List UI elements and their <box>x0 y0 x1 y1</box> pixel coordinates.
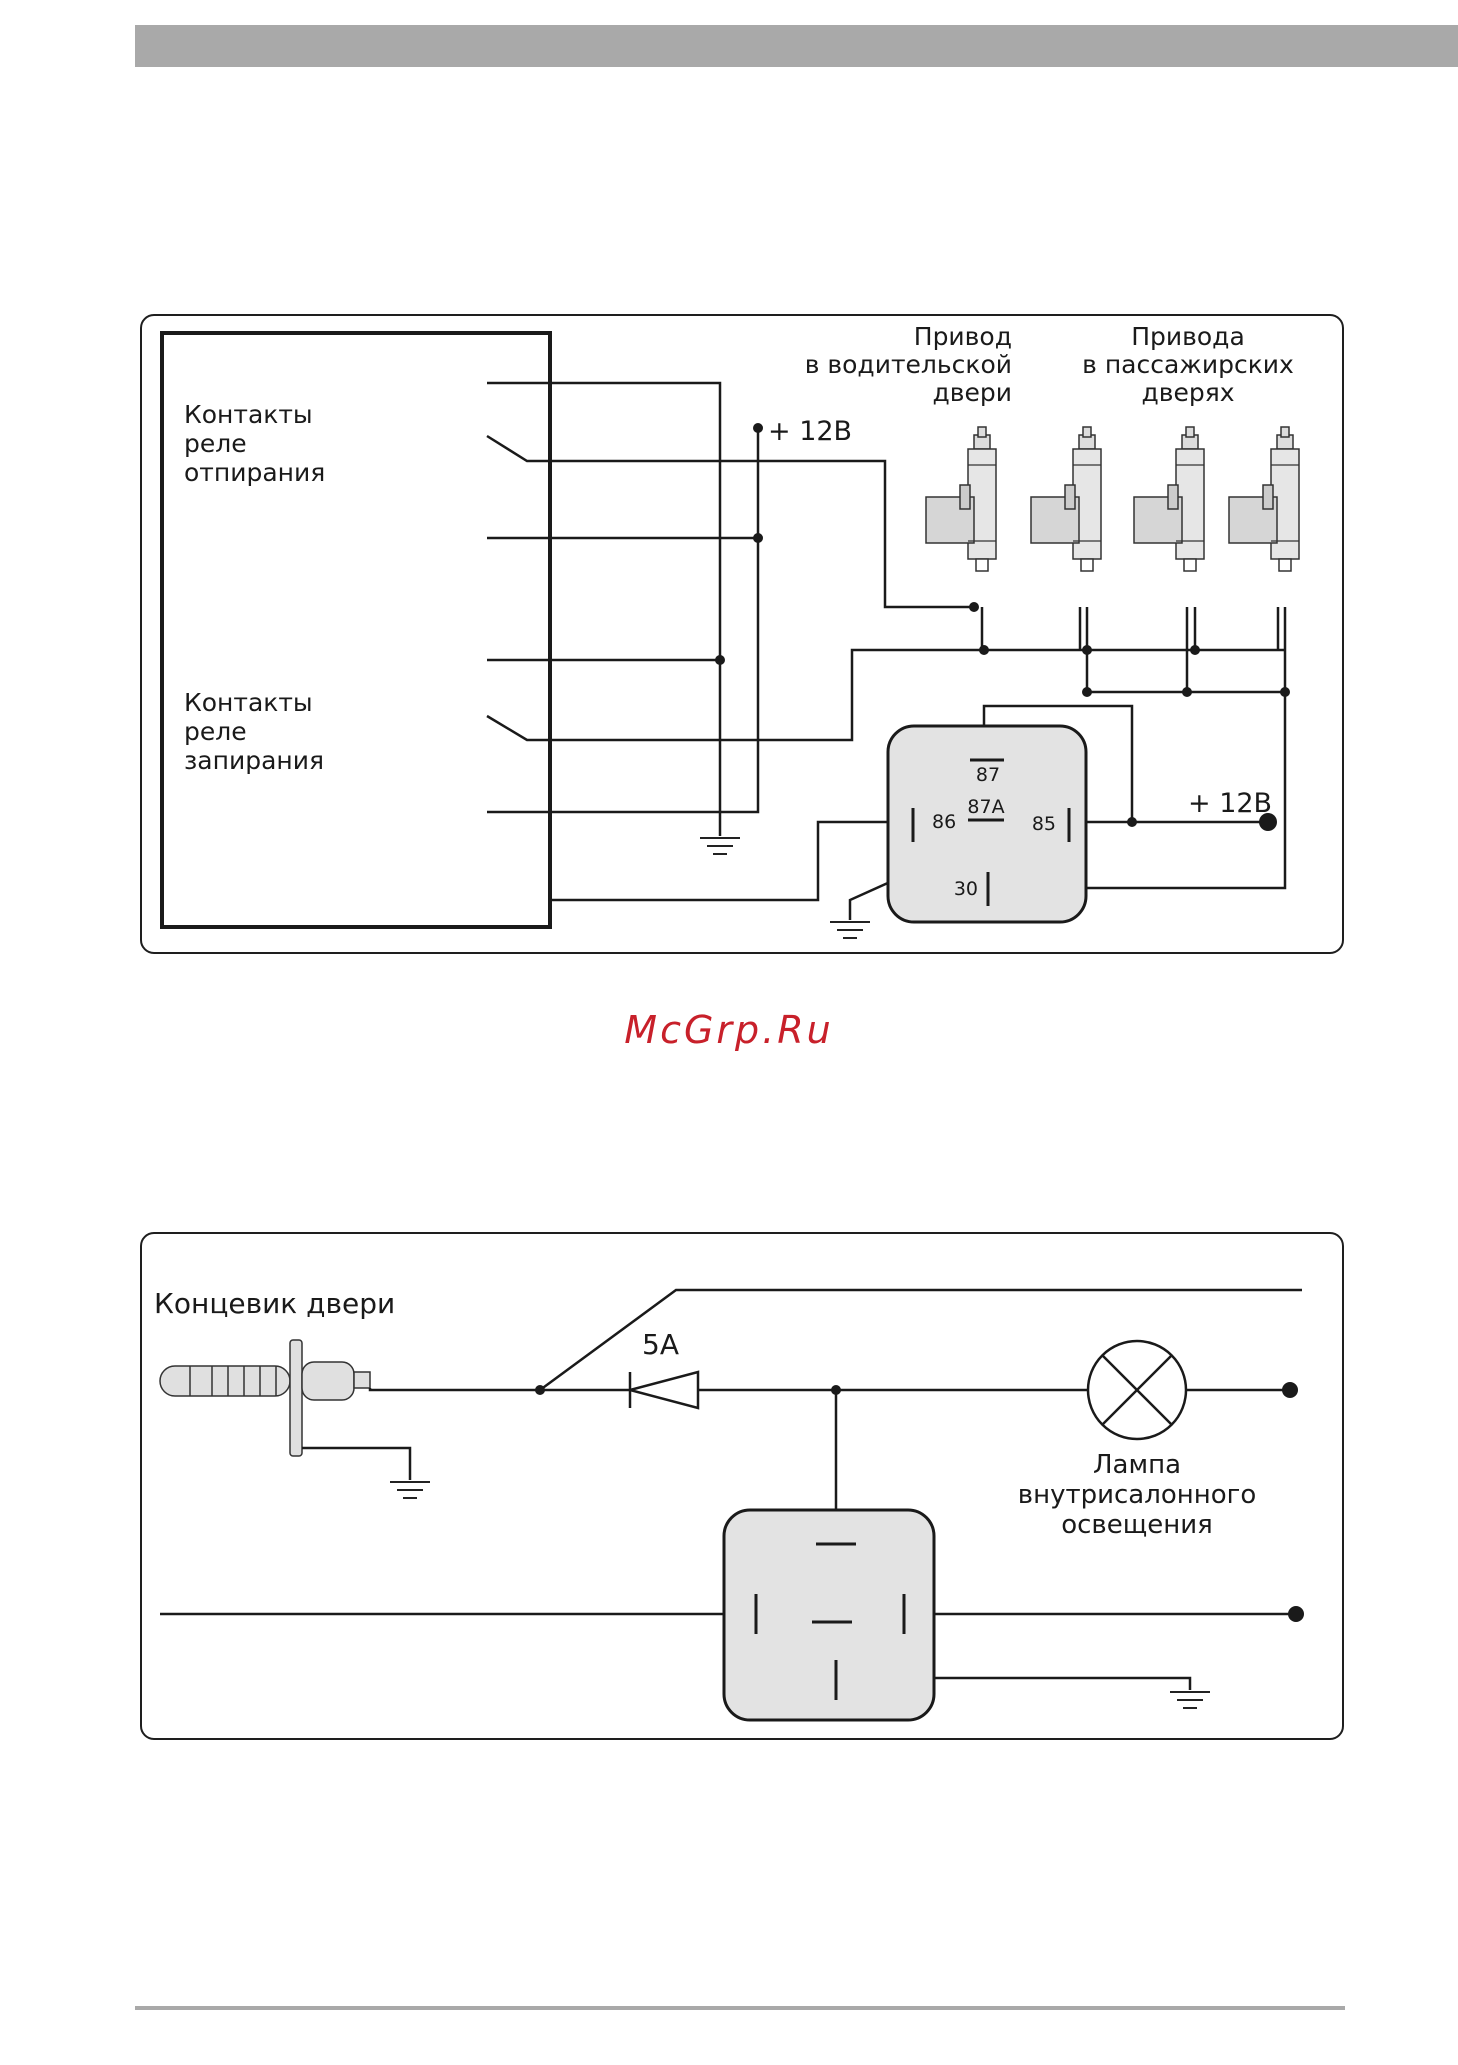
svg-text:реле: реле <box>184 717 247 746</box>
svg-text:освещения: освещения <box>1061 1510 1213 1540</box>
driver-door-actuator <box>926 427 996 571</box>
svg-text:Контакты: Контакты <box>184 400 313 429</box>
ground-symbol <box>1170 1692 1210 1708</box>
pin-87-label: 87 <box>976 764 1000 786</box>
pin-87a-label: 87A <box>967 796 1004 818</box>
door-switch-label: Концевик двери <box>154 1287 395 1320</box>
plus-12v-relay: + 12В <box>1188 788 1272 819</box>
pin-86-label: 86 <box>932 811 956 833</box>
lamp-label: Лампа внутрисалонного освещения <box>1018 1450 1256 1540</box>
passenger-door-actuator <box>1031 427 1101 571</box>
svg-text:внутрисалонного: внутрисалонного <box>1018 1480 1256 1510</box>
ground-symbol <box>700 838 740 854</box>
ground-symbol <box>390 1482 430 1498</box>
watermark: McGrp.Ru <box>0 1008 1458 1052</box>
pin-30-label: 30 <box>954 878 978 900</box>
svg-text:+ 12В: + 12В <box>1188 788 1272 819</box>
svg-text:Концевик двери: Концевик двери <box>154 1287 395 1320</box>
svg-text:5A: 5A <box>642 1328 679 1361</box>
svg-text:двери: двери <box>932 378 1012 407</box>
plus-12v-top: + 12В <box>768 416 852 447</box>
svg-text:в водительской: в водительской <box>805 350 1012 379</box>
pin-85-label: 85 <box>1032 813 1056 835</box>
svg-text:дверях: дверях <box>1141 378 1234 407</box>
lamp-icon <box>1088 1341 1186 1439</box>
passenger-door-actuator <box>1134 427 1204 571</box>
svg-text:Контакты: Контакты <box>184 688 313 717</box>
relay-2 <box>724 1510 934 1720</box>
svg-text:Привода: Привода <box>1131 322 1245 351</box>
svg-text:запирания: запирания <box>184 746 324 775</box>
fuse-label: 5A <box>642 1328 679 1361</box>
door-switch <box>160 1340 370 1456</box>
svg-text:Лампа: Лампа <box>1093 1450 1181 1480</box>
svg-text:Привод: Привод <box>914 322 1012 351</box>
passenger-actuators-label: Привода в пассажирских дверях <box>1082 322 1294 407</box>
ground-symbol <box>830 922 870 938</box>
diode <box>630 1372 698 1408</box>
svg-text:+ 12В: + 12В <box>768 416 852 447</box>
footer-line <box>135 2006 1345 2010</box>
wires-diagram1 <box>487 383 1285 920</box>
relay-1: 87 87A 86 85 30 <box>888 726 1086 922</box>
svg-text:реле: реле <box>184 429 247 458</box>
svg-text:отпирания: отпирания <box>184 458 325 487</box>
passenger-door-actuator <box>1229 427 1299 571</box>
svg-text:в пассажирских: в пассажирских <box>1082 350 1294 379</box>
driver-actuator-label: Привод в водительской двери <box>805 322 1012 407</box>
